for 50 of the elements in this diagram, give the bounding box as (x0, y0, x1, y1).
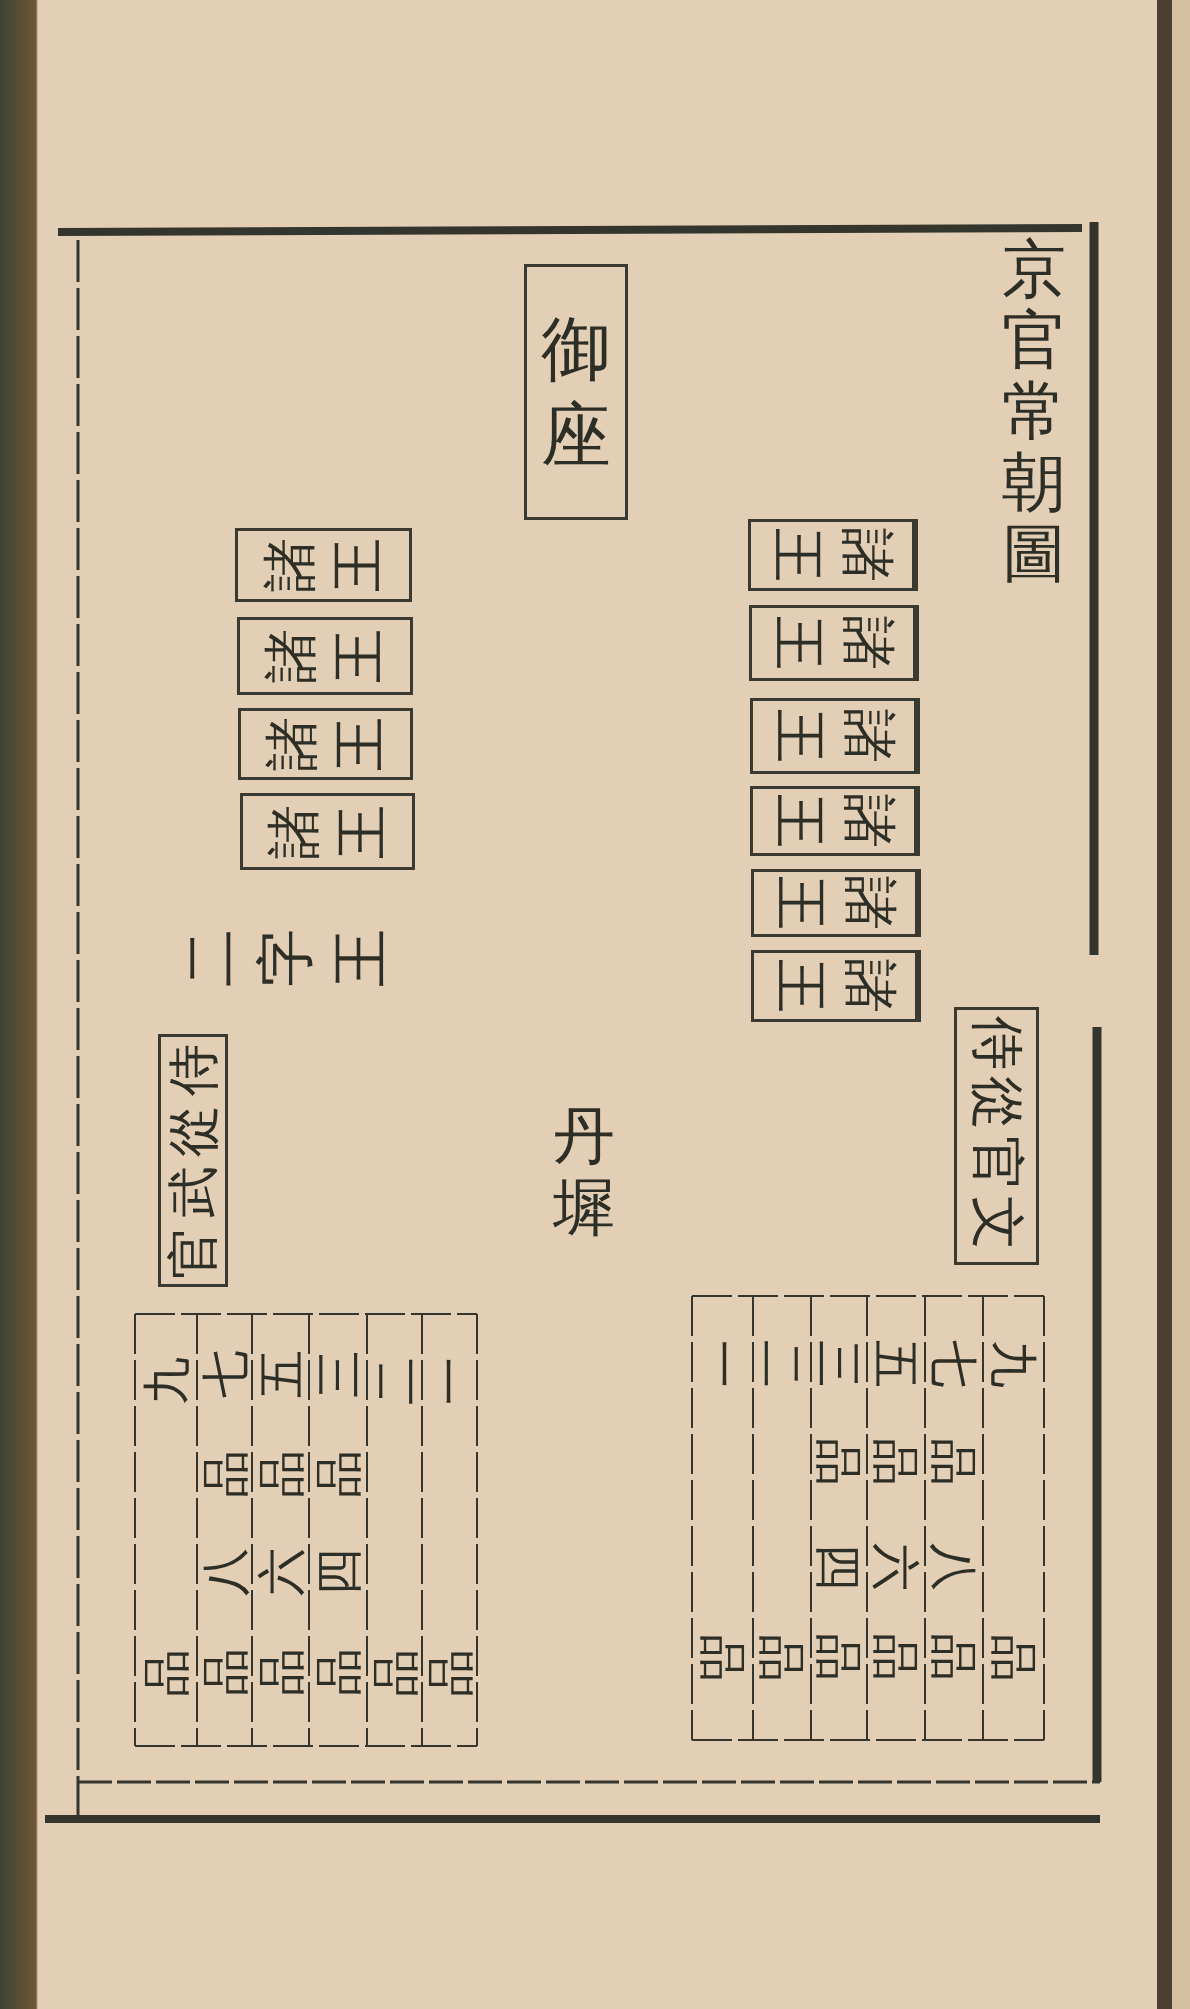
rank-label: 四品 (812, 1543, 866, 1681)
prince-label: 諸王 (767, 959, 903, 1013)
rank-word: 品 (367, 1649, 422, 1697)
rank-label: 五品 (869, 1340, 923, 1486)
prince-box (238, 708, 413, 780)
rank-label: 七品 (927, 1340, 981, 1486)
rank-word: 品 (139, 1649, 193, 1697)
prince-box (750, 698, 920, 774)
rank-numeral: 一 (422, 1357, 477, 1405)
prince-label: 諸王 (256, 538, 390, 592)
rank-label: 四品 (314, 1548, 362, 1696)
throne-label: 御座 (541, 307, 611, 478)
prince-box (749, 605, 919, 681)
prince-box (237, 617, 413, 695)
throne-box (524, 264, 628, 520)
rank-word: 品 (422, 1649, 477, 1697)
rank-label: 八品 (200, 1548, 249, 1696)
official-tag-box (954, 1007, 1039, 1265)
rank-label: 三品 (314, 1350, 362, 1498)
prince-label: 諸王 (258, 717, 392, 771)
rank-label: 六品 (869, 1543, 923, 1681)
official-tag-label: 侍從官文 (965, 1016, 1028, 1256)
rank-numeral: 九 (139, 1357, 193, 1405)
rank-label: 七品 (200, 1350, 249, 1498)
prince-box (750, 786, 920, 856)
rank-label: 五品 (256, 1350, 305, 1498)
courtyard-label: 丹墀 (553, 1100, 615, 1244)
diagram-title: 京官常朝圖 (1002, 233, 1066, 589)
official-tag-label: 侍從武官 (167, 1043, 219, 1278)
prince-label: 諸王 (260, 804, 394, 859)
rank-label: 一品 (695, 1340, 750, 1682)
prince-label: 諸王 (258, 629, 391, 683)
rank-numeral: 二 (367, 1357, 422, 1405)
official-tag-box (158, 1034, 228, 1287)
prince-box (235, 528, 412, 602)
prince-box (748, 519, 918, 591)
prince-box (240, 793, 415, 870)
prince-label: 諸王 (765, 616, 901, 670)
rank-label: 二品 (755, 1340, 809, 1682)
note-label: 二字王 (174, 929, 395, 987)
prince-label: 諸王 (766, 709, 902, 763)
prince-box (751, 869, 921, 937)
prince-label: 諸王 (764, 528, 900, 582)
prince-label: 諸王 (766, 794, 902, 848)
rank-label: 六品 (256, 1548, 305, 1696)
prince-label: 諸王 (767, 876, 903, 930)
rank-label: 八品 (927, 1543, 981, 1681)
rank-label: 三品 (812, 1340, 866, 1486)
rank-label: 九品 (986, 1340, 1041, 1682)
prince-box (751, 950, 921, 1022)
